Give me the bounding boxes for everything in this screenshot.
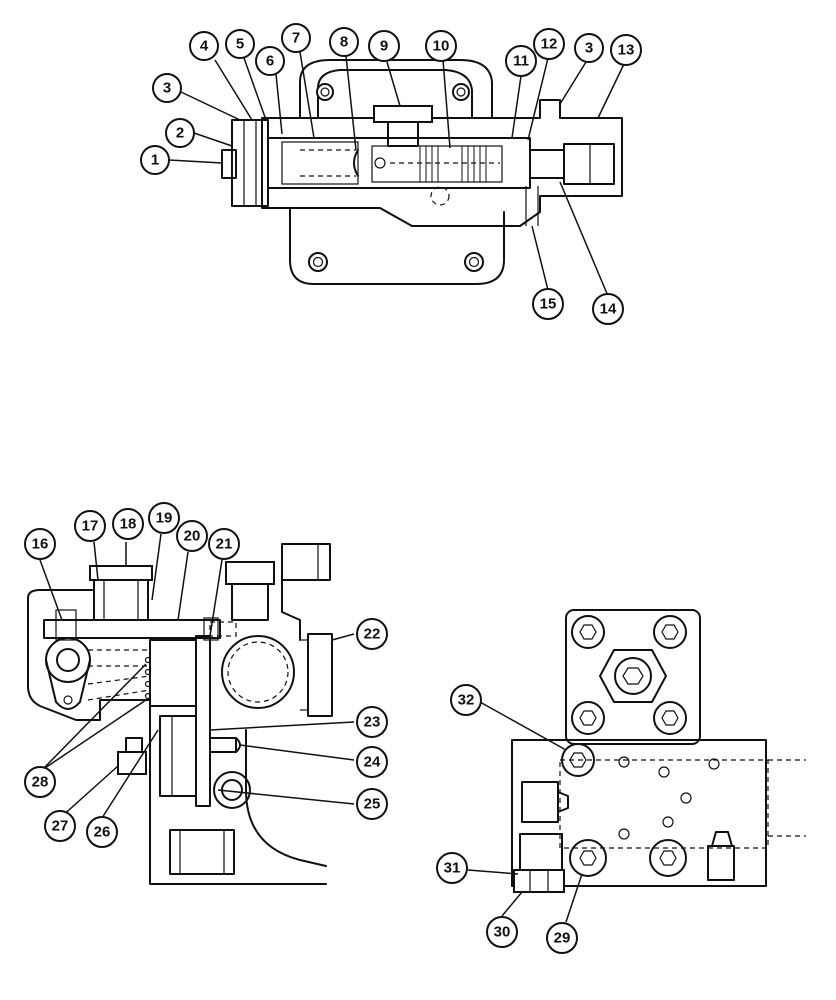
callout-17-label: 17 <box>82 518 99 535</box>
callout-3b: 3 <box>574 33 604 63</box>
callout-32: 32 <box>450 684 482 716</box>
callout-14: 14 <box>592 293 624 325</box>
callout-13: 13 <box>610 34 642 66</box>
callout-4: 4 <box>189 31 219 61</box>
callout-20-label: 20 <box>184 528 201 545</box>
callout-30-label: 30 <box>494 924 511 941</box>
callout-16: 16 <box>24 528 56 560</box>
callout-9: 9 <box>368 30 400 62</box>
callout-11: 11 <box>505 45 537 77</box>
callout-18: 18 <box>112 508 144 540</box>
callout-16-label: 16 <box>32 536 49 553</box>
callout-10: 10 <box>425 30 457 62</box>
callout-31: 31 <box>436 852 468 884</box>
callout-14-label: 14 <box>600 301 617 318</box>
callout-21: 21 <box>208 528 240 560</box>
callout-29-label: 29 <box>554 930 571 947</box>
callout-17: 17 <box>74 510 106 542</box>
leader-lines <box>39 51 625 923</box>
callout-3a-label: 3 <box>163 80 171 97</box>
callout-26: 26 <box>86 816 118 848</box>
top-view-assembly <box>221 59 623 285</box>
callout-7: 7 <box>281 23 311 53</box>
callout-1: 1 <box>140 145 170 175</box>
callout-15-label: 15 <box>540 296 557 313</box>
callout-28-label: 28 <box>32 774 49 791</box>
callout-8: 8 <box>329 27 359 57</box>
callout-27: 27 <box>44 810 76 842</box>
callout-9-label: 9 <box>380 38 388 55</box>
callout-22-label: 22 <box>364 626 381 643</box>
side-view-assembly <box>27 543 333 885</box>
callout-31-label: 31 <box>444 860 461 877</box>
callout-11-label: 11 <box>513 53 529 70</box>
callout-4-label: 4 <box>200 38 209 55</box>
callout-12-label: 12 <box>541 36 558 53</box>
callout-10-label: 10 <box>433 38 450 55</box>
callout-2-label: 2 <box>176 125 184 142</box>
callout-28: 28 <box>24 766 56 798</box>
callout-15: 15 <box>532 288 564 320</box>
callout-20: 20 <box>176 520 208 552</box>
callout-7-label: 7 <box>292 30 300 47</box>
callout-30: 30 <box>486 916 518 948</box>
callout-12: 12 <box>533 28 565 60</box>
callout-13-label: 13 <box>618 42 635 59</box>
callout-22: 22 <box>356 618 388 650</box>
callout-3b-label: 3 <box>585 40 593 57</box>
callout-6: 6 <box>255 46 285 76</box>
callout-6-label: 6 <box>266 53 274 70</box>
bolt-heads <box>571 615 687 735</box>
callout-5-label: 5 <box>236 36 244 53</box>
callout-21-label: 21 <box>216 536 233 553</box>
callout-25-label: 25 <box>364 796 381 813</box>
callout-19: 19 <box>148 502 180 534</box>
callout-3a: 3 <box>152 73 182 103</box>
callout-32-label: 32 <box>458 692 475 709</box>
callout-5: 5 <box>225 29 255 59</box>
callout-24-label: 24 <box>364 754 381 771</box>
callout-27-label: 27 <box>52 818 69 835</box>
callout-19-label: 19 <box>156 510 173 527</box>
callout-26-label: 26 <box>94 824 111 841</box>
callout-29: 29 <box>546 922 578 954</box>
callout-25: 25 <box>356 788 388 820</box>
callout-1-label: 1 <box>151 152 159 169</box>
callout-2: 2 <box>165 118 195 148</box>
callout-23-label: 23 <box>364 714 381 731</box>
end-view-assembly <box>511 609 806 893</box>
callout-18-label: 18 <box>120 516 137 533</box>
callouts: 1 2 3 4 5 6 7 8 9 10 11 12 3 13 14 15 16… <box>24 23 642 954</box>
callout-8-label: 8 <box>340 34 348 51</box>
callout-24: 24 <box>356 746 388 778</box>
callout-23: 23 <box>356 706 388 738</box>
